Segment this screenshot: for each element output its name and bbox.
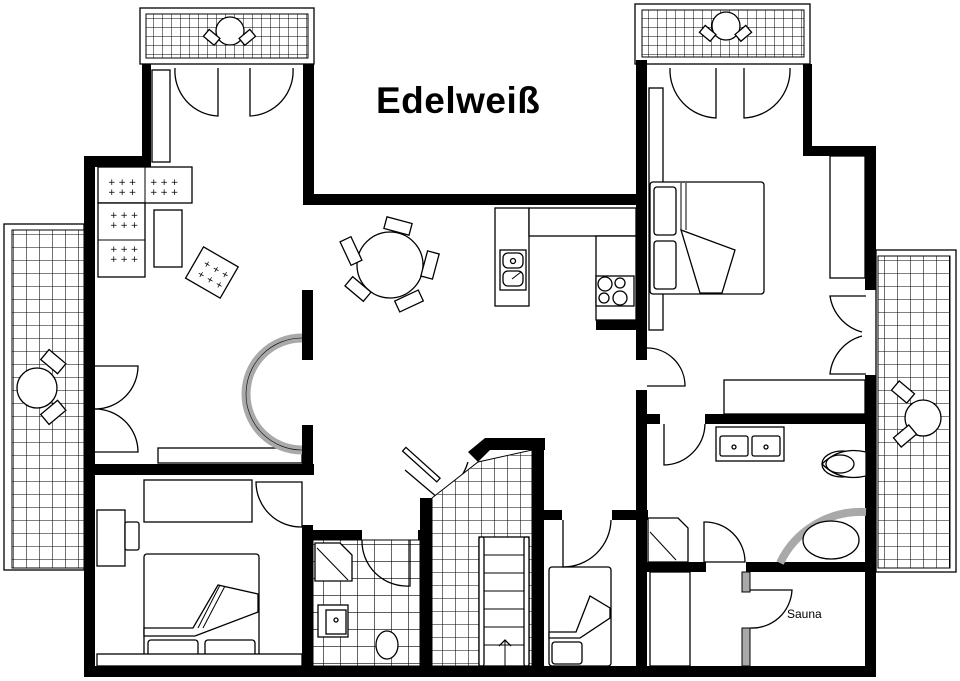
svg-text:+ + +: + + + xyxy=(108,178,136,188)
sauna xyxy=(649,571,793,667)
balcony-top-right xyxy=(634,3,811,65)
svg-text:+ + +: + + + xyxy=(150,178,178,188)
svg-text:+ + +: + + + xyxy=(110,211,138,221)
bathroom-small xyxy=(312,539,421,667)
svg-text:+ + +: + + + xyxy=(110,245,138,255)
balcony-left xyxy=(3,223,85,571)
svg-text:+ + +: + + + xyxy=(108,188,136,198)
kitchen-dining xyxy=(339,207,637,499)
bedroom-bottom-left xyxy=(96,479,303,667)
living-room: + + ++ + + + + ++ + + + + ++ + + + + ++ … xyxy=(94,67,303,464)
room-label-sauna: Sauna xyxy=(787,607,822,621)
bedroom-small xyxy=(548,519,612,667)
master-bedroom xyxy=(646,67,866,415)
svg-text:+ + +: + + + xyxy=(110,221,138,231)
balcony-right xyxy=(875,249,957,573)
bathroom-main xyxy=(647,423,867,565)
walls xyxy=(84,60,876,677)
balcony-top-left xyxy=(139,7,315,65)
plan-title: Edelweiß xyxy=(376,80,541,121)
svg-text:+ + +: + + + xyxy=(150,188,178,198)
staircase xyxy=(431,449,533,676)
svg-text:+ + +: + + + xyxy=(110,255,138,265)
